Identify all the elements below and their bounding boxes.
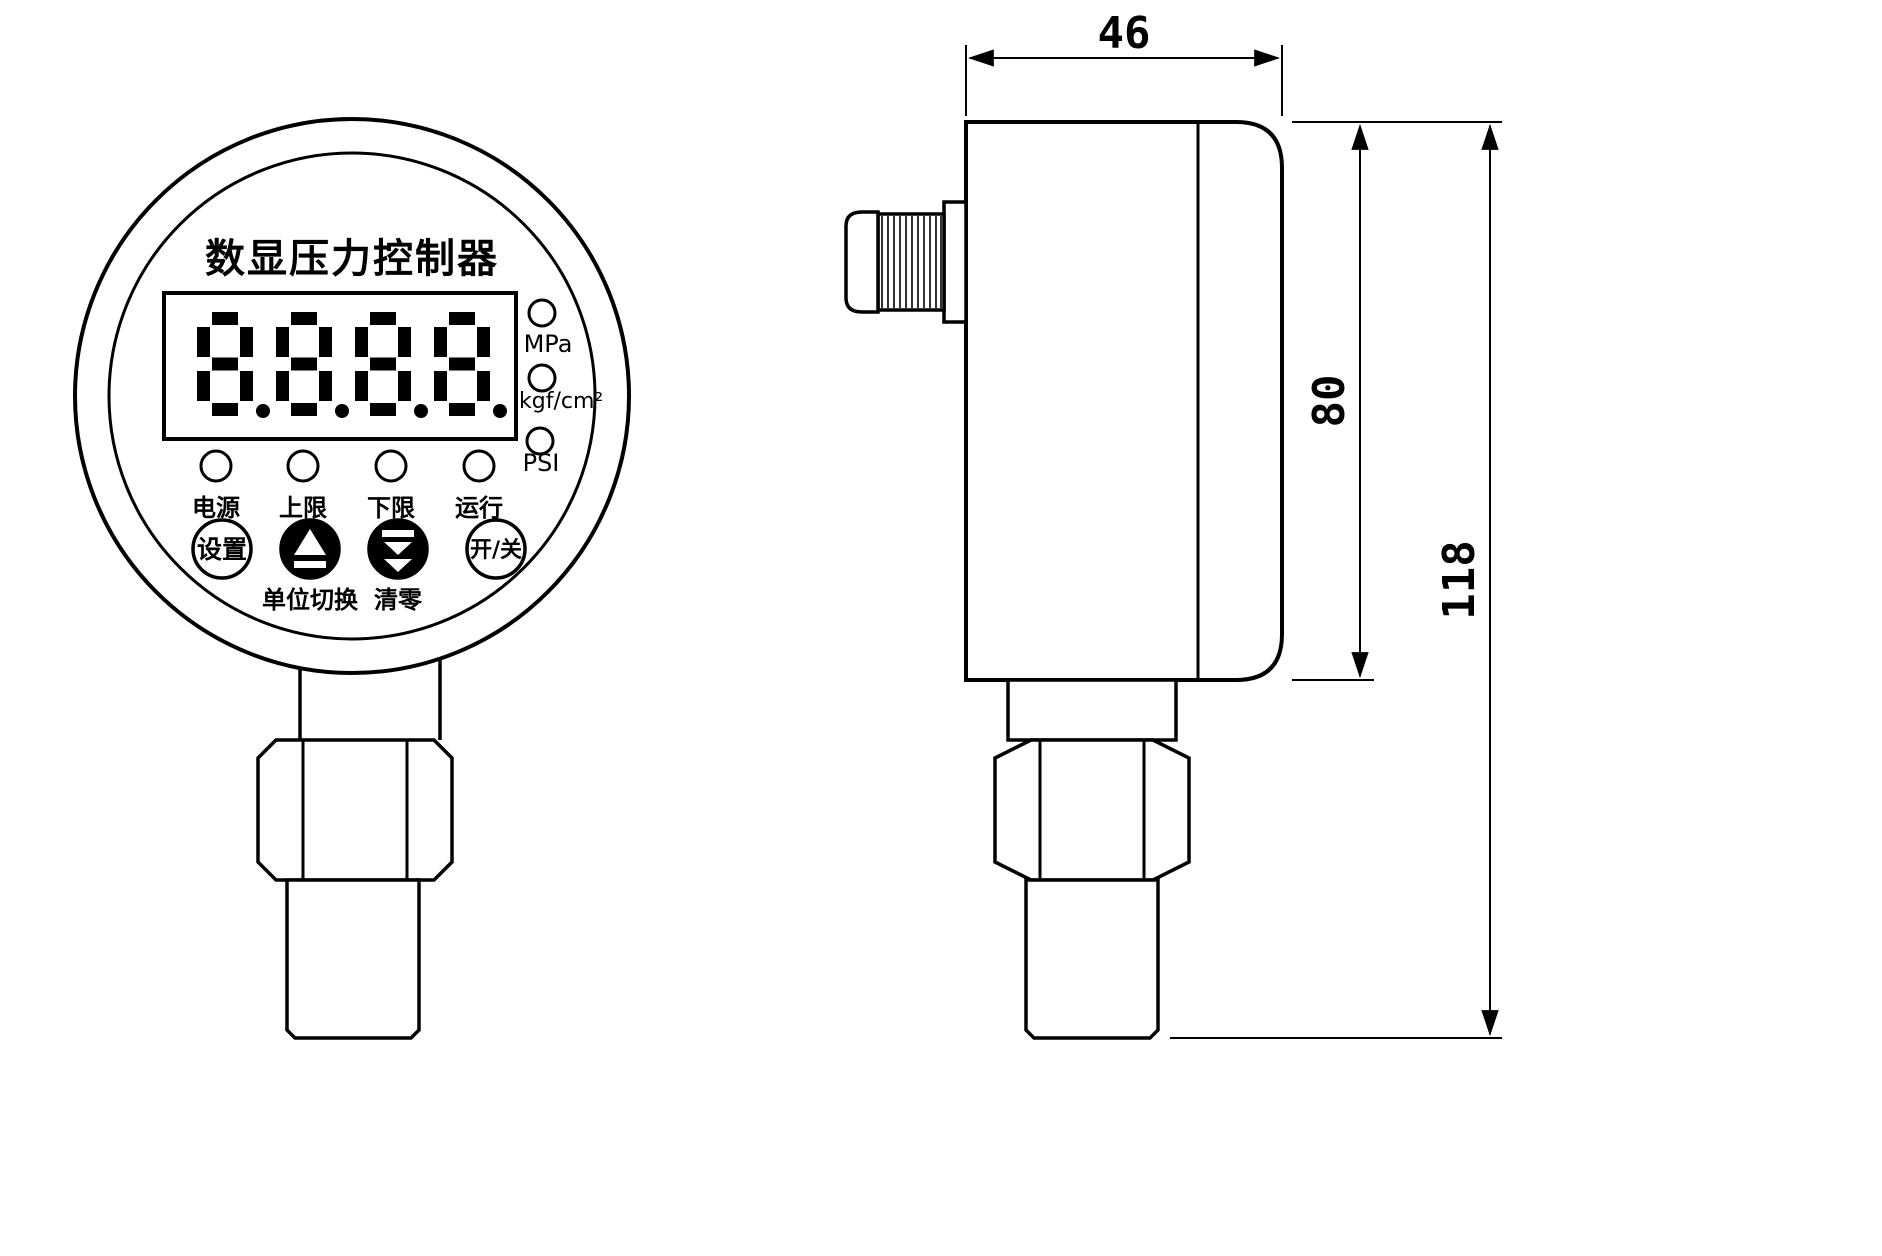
- set-button: [191, 518, 253, 580]
- zero-clear-label: 清零: [374, 586, 423, 614]
- housing-body: [964, 120, 1284, 682]
- unit-led-kgfcm2-icon: [527, 363, 557, 393]
- unit-indicator-column: MPa kgf/cm² PSI: [519, 298, 603, 477]
- neck: [1006, 678, 1178, 742]
- thread-stub: [1024, 878, 1160, 1040]
- unit-led-mpa-icon: [527, 298, 557, 328]
- unit-label-psi: PSI: [523, 449, 560, 477]
- side-view: 46 80 118: [844, 8, 1502, 1040]
- run-led-label: 运行: [455, 494, 503, 522]
- dimension-text-80: 80: [1304, 375, 1355, 428]
- side-process-connection: [993, 678, 1191, 1040]
- decimal-point: [256, 404, 270, 418]
- hex-nut: [993, 738, 1191, 882]
- down-arrow-icon: [382, 530, 414, 572]
- cable-gland: [844, 200, 968, 324]
- unit-led-psi-icon: [525, 426, 555, 456]
- lower-limit-led-icon: [374, 449, 408, 483]
- product-title: 数显压力控制器: [205, 236, 499, 282]
- gland-cap: [844, 210, 880, 314]
- up-arrow-icon: [294, 529, 326, 568]
- unit-label-mpa: MPa: [524, 330, 573, 358]
- unit-label-kgfcm2: kgf/cm²: [519, 389, 603, 414]
- front-view: 数显压力控制器 8.8.8.8 MPa kgf/cm² PSI: [73, 117, 631, 1040]
- gland-thread-hatching: [881, 216, 942, 308]
- dimension-total-height-118: [1170, 123, 1502, 1039]
- dimension-width-46: [965, 45, 1283, 116]
- hex-nut: [256, 738, 454, 882]
- thread-stub: [285, 878, 421, 1040]
- unit-switch-label: 单位切换: [262, 586, 359, 614]
- status-led-row: 电源 上限 下限 运行: [192, 449, 503, 522]
- run-led-icon: [462, 449, 496, 483]
- dimension-body-height-80: [1292, 121, 1502, 681]
- lcd-display: 8.8.8.8: [162, 291, 518, 441]
- power-led-icon: [199, 449, 233, 483]
- on-off-button: [465, 518, 527, 580]
- power-led-label: 电源: [192, 494, 240, 522]
- decimal-point: [493, 404, 507, 418]
- upper-limit-led-icon: [286, 449, 320, 483]
- gland-flange: [942, 200, 968, 324]
- lower-limit-led-label: 下限: [367, 494, 415, 522]
- dimension-text-46: 46: [1098, 8, 1151, 59]
- decimal-point: [414, 404, 428, 418]
- front-process-connection: [256, 659, 454, 1040]
- decimal-point: [335, 404, 349, 418]
- button-row: 设置 开/关 单位切换 清零: [191, 518, 527, 614]
- upper-limit-led-label: 上限: [279, 494, 327, 522]
- dimension-text-118: 118: [1434, 540, 1485, 619]
- set-button-label: 设置: [197, 535, 247, 564]
- on-off-button-label: 开/关: [470, 538, 522, 563]
